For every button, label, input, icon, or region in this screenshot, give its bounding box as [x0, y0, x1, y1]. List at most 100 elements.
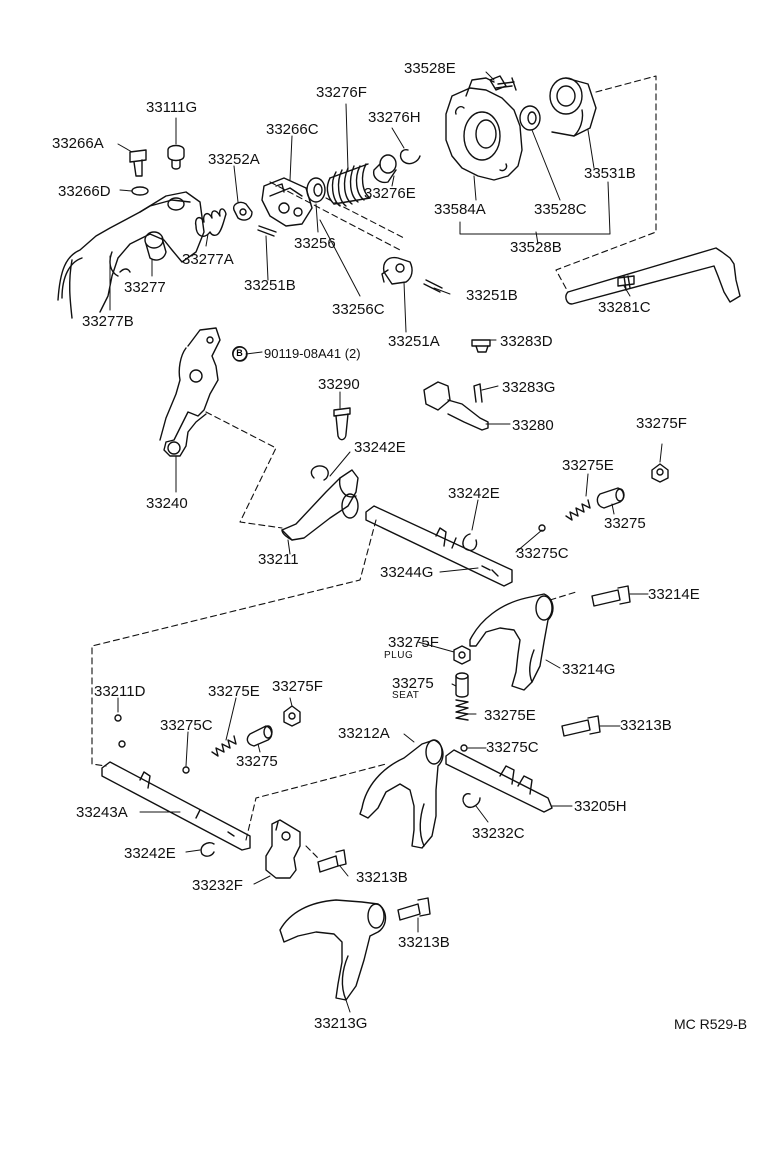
- spring-33275E-left: [211, 735, 237, 757]
- label-33213B-mid: 33213B: [356, 869, 408, 886]
- label-33242E-top: 33242E: [354, 439, 406, 456]
- label-33212A: 33212A: [338, 725, 390, 742]
- lever-33240: [159, 327, 221, 457]
- label-33252A: 33252A: [208, 151, 260, 168]
- label-33275F-left: 33275F: [272, 678, 323, 695]
- seat-33275: [455, 672, 469, 698]
- plug-33283D: [471, 339, 491, 353]
- ball-33211D-a: [114, 714, 122, 722]
- label-33251A: 33251A: [388, 333, 440, 350]
- ball-33275C-mid: [538, 524, 546, 532]
- fork-33212A: [359, 739, 444, 849]
- fork-lever-33211: [281, 469, 359, 541]
- label-33256C: 33256C: [332, 301, 385, 318]
- clip-33242E-lower: [200, 842, 215, 857]
- label-33275E-right: 33275E: [562, 457, 614, 474]
- clip-33242E-mid: [462, 533, 478, 552]
- washer-33266D: [131, 186, 149, 196]
- dashed-connection-lines: [91, 75, 657, 859]
- label-33251B-right: 33251B: [466, 287, 518, 304]
- label-33275E-left: 33275E: [208, 683, 260, 700]
- label-33211D: 33211D: [94, 683, 146, 700]
- leader-lines: [109, 71, 663, 1013]
- shaft-33244G: [365, 505, 513, 587]
- label-33243A: 33243A: [76, 804, 128, 821]
- pin-33251B-left: [257, 225, 277, 237]
- bearing-33531B: [549, 77, 597, 137]
- cover-33584A: [445, 77, 523, 181]
- plug-33111G: [167, 144, 185, 170]
- label-33528C: 33528C: [534, 201, 587, 218]
- label-33244G: 33244G: [380, 564, 434, 581]
- bolt-33213B-upper: [561, 715, 601, 737]
- label-33528B: 33528B: [510, 239, 562, 256]
- label-33281C: 33281C: [598, 299, 651, 316]
- cylinder-33275-left: [246, 725, 273, 747]
- label-33275C-lower: 33275C: [486, 739, 539, 756]
- ring-33528C: [519, 105, 541, 131]
- label-33275C-mid: 33275C: [516, 545, 569, 562]
- ring-33256: [306, 177, 326, 203]
- pin-33290: [333, 407, 351, 441]
- label-33528E: 33528E: [404, 60, 456, 77]
- detent-33252A: [233, 201, 253, 221]
- label-plug: PLUG: [384, 650, 414, 661]
- label-33275E-center: 33275E: [484, 707, 536, 724]
- cap-33276E: [373, 154, 397, 184]
- label-33242E-lower: 33242E: [124, 845, 176, 862]
- label-33275-left: 33275: [236, 753, 278, 770]
- label-33276F: 33276F: [316, 84, 367, 101]
- ball-33275C-left: [182, 766, 190, 774]
- label-33213B-upper: 33213B: [620, 717, 672, 734]
- bolt-33266A: [129, 149, 147, 177]
- label-33275F-right: 33275F: [636, 415, 687, 432]
- label-33531B: 33531B: [584, 165, 636, 182]
- label-33277A: 33277A: [182, 251, 234, 268]
- label-33275-right: 33275: [604, 515, 646, 532]
- label-33205H: 33205H: [574, 798, 627, 815]
- label-33275-seat: 33275: [392, 675, 434, 692]
- label-33280: 33280: [512, 417, 554, 434]
- label-33266A: 33266A: [52, 135, 104, 152]
- label-33283G: 33283G: [502, 379, 556, 396]
- label-33251B-left: 33251B: [244, 277, 296, 294]
- shaft-33205H: [445, 749, 553, 813]
- label-33240: 33240: [146, 495, 188, 512]
- label-33266C: 33266C: [266, 121, 319, 138]
- spring-33275E-right: [565, 499, 591, 521]
- label-33290: 33290: [318, 376, 360, 393]
- label-33283D: 33283D: [500, 333, 553, 350]
- nut-33275F-right: [651, 463, 669, 483]
- label-33276H: 33276H: [368, 109, 421, 126]
- bolt-marker-b: B: [232, 346, 247, 361]
- label-33275C-left: 33275C: [160, 717, 213, 734]
- fork-33214G: [469, 593, 554, 691]
- label-33232C: 33232C: [472, 825, 525, 842]
- label-33277B: 33277B: [82, 313, 134, 330]
- bolt-33528E: [489, 75, 517, 91]
- spring-33275E-center: [455, 699, 469, 721]
- label-33211: 33211: [258, 551, 299, 568]
- diagram-reference-code: MC R529-B: [674, 1016, 748, 1032]
- nut-33275F-left: [283, 705, 301, 727]
- label-33266D: 33266D: [58, 183, 111, 200]
- shaft-33281C: [565, 247, 741, 305]
- cylinder-33275-right: [596, 487, 625, 509]
- label-33277: 33277: [124, 279, 166, 296]
- pin-33251B-right: [423, 279, 443, 293]
- pin-33283G: [473, 383, 483, 403]
- case-housing-part: [57, 191, 205, 319]
- label-33276E: 33276E: [364, 185, 416, 202]
- bolt-33213B-mid: [317, 849, 347, 873]
- label-33256: 33256: [294, 235, 336, 252]
- sleeve-33277: [144, 231, 167, 261]
- label-33232F: 33232F: [192, 877, 243, 894]
- label-33111G: 33111G: [146, 99, 198, 116]
- label-seat: SEAT: [392, 690, 420, 701]
- shaft-33280: [423, 381, 489, 431]
- clip-33232C: [462, 793, 481, 808]
- label-33242E-mid: 33242E: [448, 485, 500, 502]
- label-33214G: 33214G: [562, 661, 616, 678]
